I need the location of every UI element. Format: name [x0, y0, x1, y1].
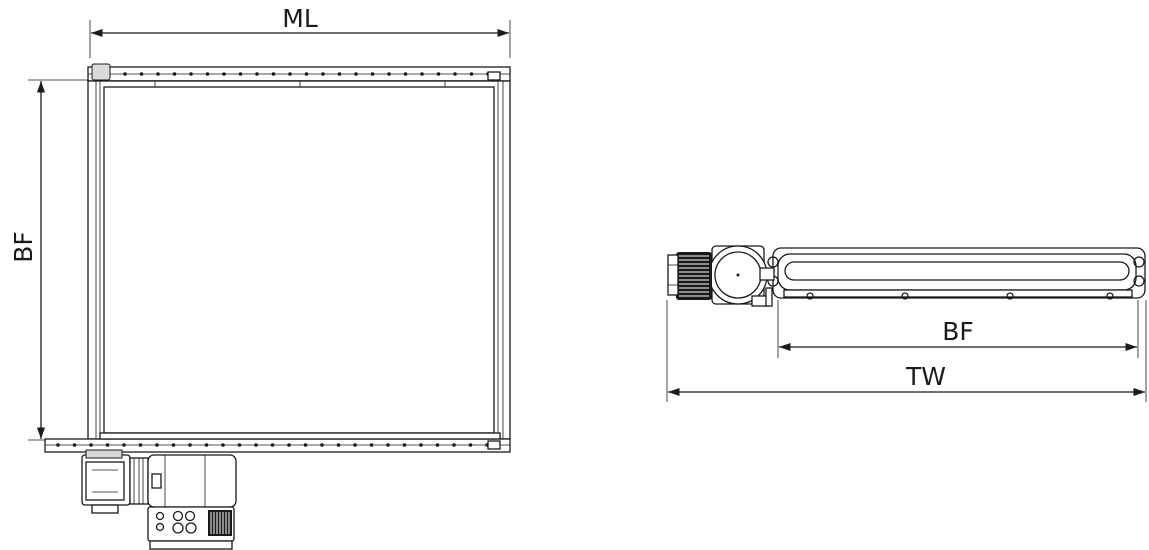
rail-bolt — [320, 443, 324, 447]
rail-bolt — [403, 72, 408, 76]
rail-bolt — [435, 443, 440, 447]
rail-bolt — [56, 443, 60, 447]
rail-bolt — [254, 443, 258, 447]
rail-bolt — [354, 72, 358, 76]
rail-bolt — [453, 72, 457, 76]
side-view: BF TW — [666, 245, 1147, 402]
rail-bolt — [303, 443, 308, 447]
bf-side-label: BF — [942, 317, 974, 346]
rail-bolt — [171, 443, 176, 447]
rail-bolt — [188, 443, 192, 447]
rail-bolt — [452, 443, 456, 447]
rail-bolt — [205, 72, 210, 76]
rail-bolt — [288, 72, 292, 76]
rail-bolt — [238, 72, 243, 76]
rail-bolt — [255, 72, 259, 76]
bf-side-dimension: BF — [777, 300, 1139, 358]
rail-bolt — [386, 443, 390, 447]
rail-bolt — [189, 72, 193, 76]
rail-bolt — [419, 443, 423, 447]
rail-bolt — [469, 72, 474, 76]
rail-bolt — [89, 443, 93, 447]
bottom-rail — [44, 432, 511, 453]
rail-bolt — [370, 72, 375, 76]
rail-bolt — [123, 72, 127, 76]
belt-area — [87, 80, 511, 440]
rail-bolt — [337, 72, 342, 76]
rail-bolt — [402, 443, 407, 447]
rail-bolt — [436, 72, 441, 76]
rail-bolt — [287, 443, 291, 447]
rail-bolt — [237, 443, 242, 447]
rail-bolt — [105, 443, 110, 447]
rail-bolt — [139, 72, 144, 76]
rail-bolt — [369, 443, 374, 447]
side-frame — [767, 247, 1146, 300]
tw-label: TW — [905, 362, 946, 391]
bf-top-dimension: BF — [9, 79, 95, 441]
bf-top-label: BF — [9, 231, 38, 263]
rail-bolt — [304, 72, 309, 76]
rail-bolt — [336, 443, 341, 447]
rail-bolt — [155, 443, 159, 447]
top-view: ML BF — [9, 4, 511, 550]
rail-bolt — [122, 443, 126, 447]
rail-bolt — [271, 72, 276, 76]
rail-bolt — [353, 443, 357, 447]
rail-bolt — [172, 72, 177, 76]
rail-bolt — [270, 443, 275, 447]
rail-bolt — [156, 72, 160, 76]
drive-unit — [81, 449, 237, 550]
rail-bolt — [72, 443, 77, 447]
rail-bolt — [204, 443, 209, 447]
rail-bolt — [321, 72, 325, 76]
rail-bolt — [221, 443, 225, 447]
side-drive — [667, 245, 775, 307]
rail-bolt — [420, 72, 424, 76]
tw-dimension: TW — [666, 300, 1147, 402]
ml-label: ML — [282, 4, 318, 33]
rail-bolt — [468, 443, 473, 447]
rail-bolt — [138, 443, 143, 447]
rail-bolt — [387, 72, 391, 76]
rail-bolt — [222, 72, 226, 76]
ml-dimension: ML — [89, 4, 511, 58]
